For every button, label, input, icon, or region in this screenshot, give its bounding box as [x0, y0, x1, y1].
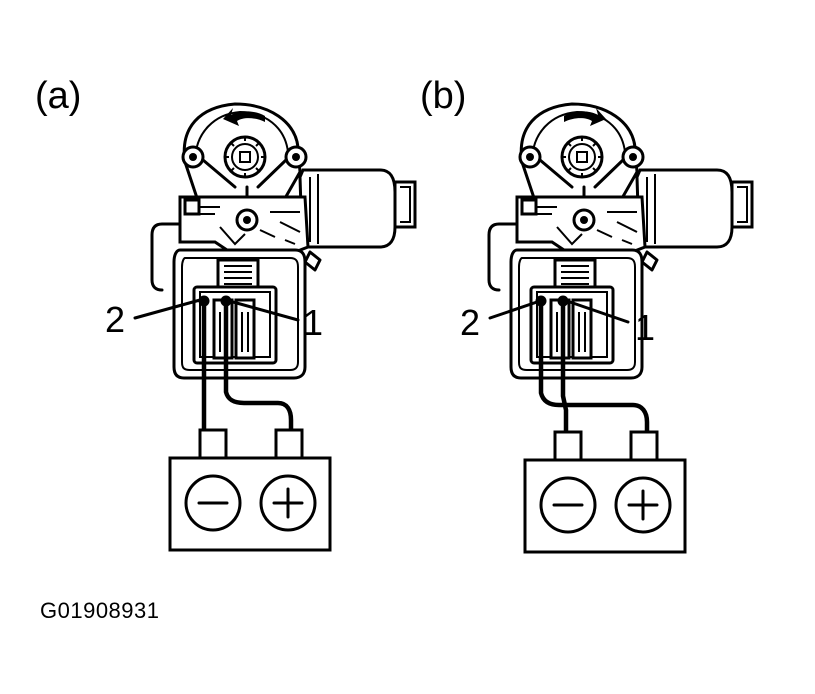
pin-label-1-a: 1	[303, 302, 323, 343]
motor-a	[150, 102, 417, 380]
figure-reference-code: G01908931	[40, 598, 160, 623]
wire-a-pin1	[223, 297, 294, 436]
panel-b: (b) 2 1	[420, 75, 754, 554]
panel-b-label: (b)	[420, 75, 466, 117]
motor-b	[487, 102, 754, 380]
panel-a-label: (a)	[35, 75, 81, 117]
pin-label-2-b: 2	[460, 302, 480, 343]
battery-b-icon	[523, 430, 687, 554]
pin-label-1-b: 1	[635, 307, 655, 348]
pin-label-2-a: 2	[105, 299, 125, 340]
panel-a: (a) 2 1	[35, 75, 417, 552]
battery-a-icon	[168, 428, 332, 552]
wire-b-pin2	[538, 297, 650, 439]
